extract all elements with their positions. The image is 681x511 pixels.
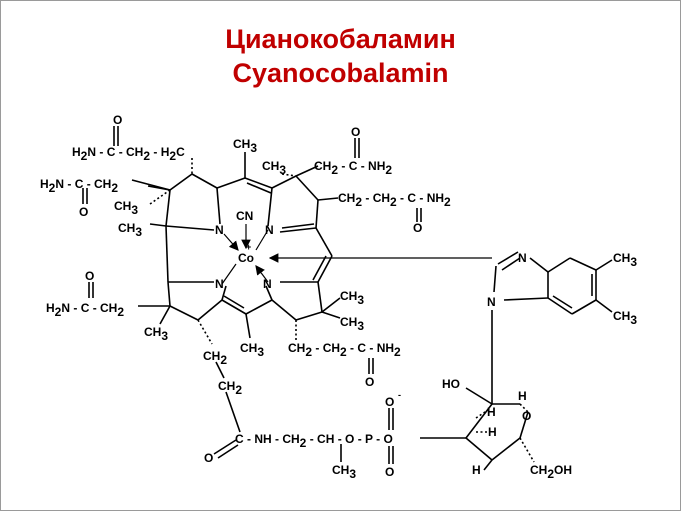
label-o-top: O [113,113,122,127]
label-ribose-h2: H [487,405,496,419]
label-ribose-h3: H [488,425,497,439]
label-o-right: O [413,221,422,235]
label-amide-top: H2N - C - CH2 - H2C [72,145,185,163]
label-linker-o: O [204,451,213,465]
label-ch3-lower-left: CH3 [144,325,168,343]
label-n-upper-left: N [215,223,224,237]
label-phosphate-charge: - [398,390,401,400]
label-ribose-ho: HO [442,377,460,391]
label-ch3-lower-right-2: CH3 [340,315,364,333]
label-ribose-h1: H [518,389,527,403]
label-chain-ch2-1: CH2 [203,349,227,367]
label-ch3-ring-a: CH3 [114,199,138,217]
label-ribose-h4: H [472,463,481,477]
title-russian: Цианокобаламин [225,24,456,54]
label-benz-n-top: N [518,251,527,265]
label-n-upper-right: N [265,223,274,237]
label-n-lower-left: N [215,277,224,291]
corrin-bonds [165,173,333,321]
substituent-bonds [82,126,466,464]
label-co: Co [238,251,254,265]
cobalt-coordination [221,224,492,285]
label-amide-mid-left: H2N - C - CH2 [46,301,124,319]
title-english: Cyanocobalamin [232,58,449,88]
label-amide-left: H2N - C - CH2 [40,177,118,195]
label-ch3-ring-c: CH3 [118,221,142,239]
label-ribose-o: O [522,409,531,423]
label-ribose-ch2oh: CH2OH [530,463,572,481]
label-benz-ch3-1: CH3 [613,251,637,269]
label-o-lower: O [365,375,374,389]
label-benz-ch3-2: CH3 [613,309,637,327]
label-ch3-lower-right-1: CH3 [340,289,364,307]
atom-labels: O H2N - C - CH2 - H2C O H2N - C - CH2 CH… [40,113,637,481]
ribose-ring [465,387,535,471]
label-o-left: O [79,205,88,219]
label-chain-ch2-2: CH2 [218,379,242,397]
label-propionamide-lower: CH2 - CH2 - C - NH2 [288,341,401,359]
label-propionamide-right: CH2 - CH2 - C - NH2 [338,191,451,209]
label-benz-n-bottom: N [487,295,496,309]
label-ch3-ring-b: CH3 [262,159,286,177]
label-phosphate-o-top: O [385,395,394,409]
benzimidazole-ring [491,251,613,404]
label-o-mid-left: O [85,269,94,283]
label-cn: CN [236,209,253,223]
label-ch3-lower-mid: CH3 [240,341,264,359]
label-o-top-right: O [351,125,360,139]
label-linker-ch3: CH3 [332,463,356,481]
label-ch3-top: CH3 [233,137,257,155]
label-phosphate-o-bottom: O [385,465,394,479]
label-n-lower-right: N [263,277,272,291]
label-amide-top-right: CH2 - C - NH2 [314,159,392,177]
label-co-charge: + [246,242,251,252]
label-linker: C - NH - CH2 - CH - O - P - O [235,432,393,450]
